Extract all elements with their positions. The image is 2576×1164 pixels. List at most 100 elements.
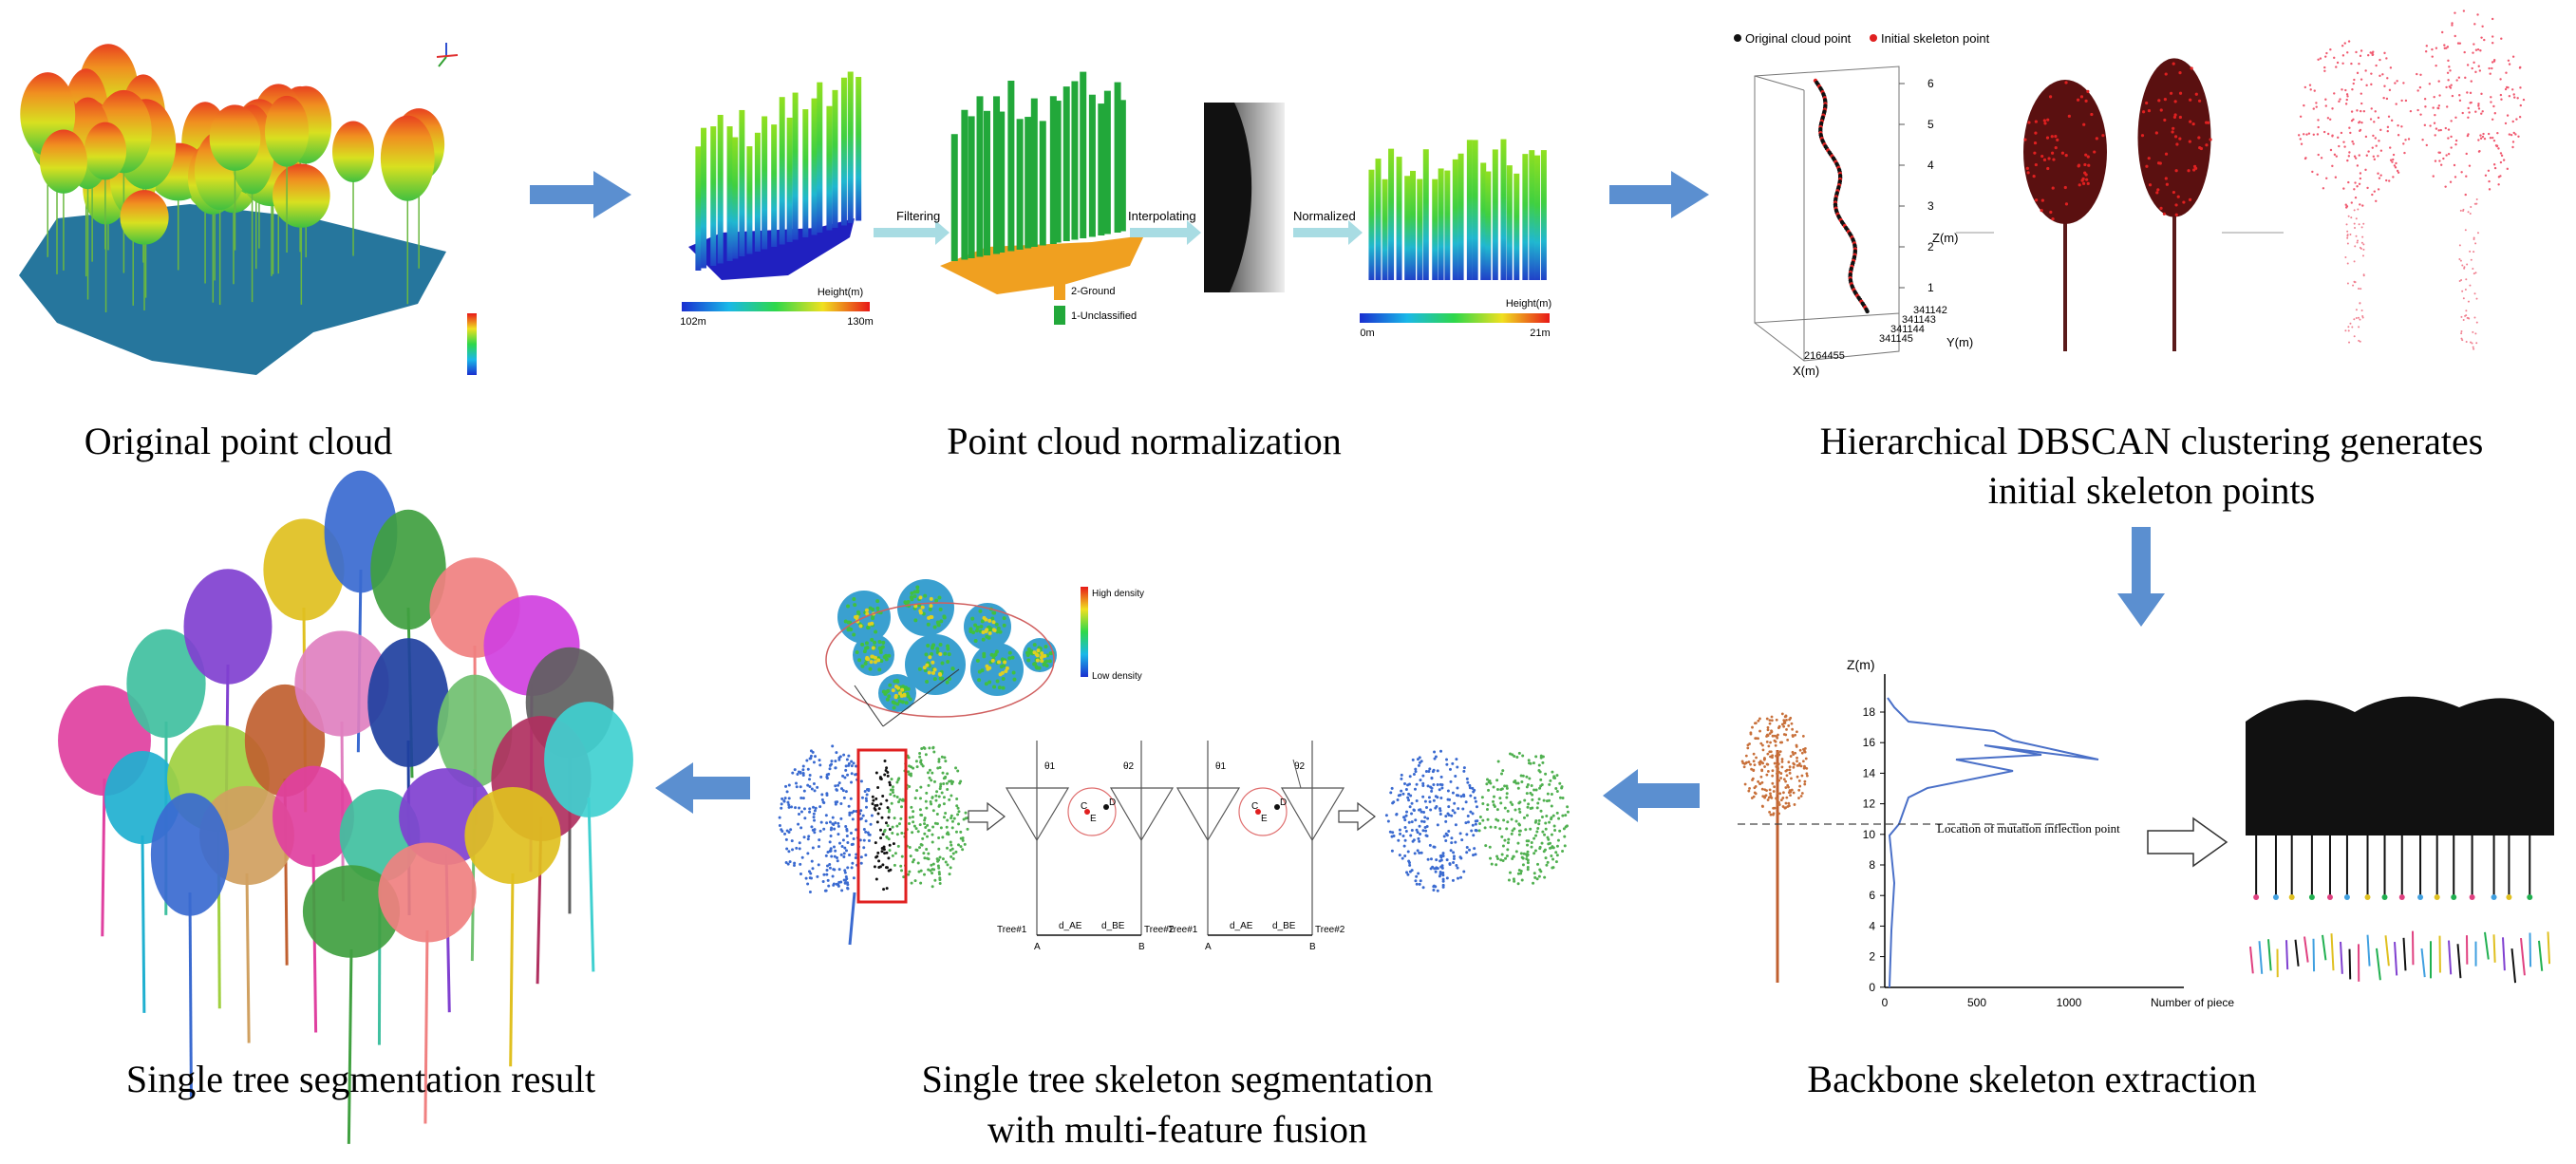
point: [2397, 134, 2400, 137]
point: [926, 622, 931, 627]
point: [853, 603, 857, 608]
point: [816, 785, 819, 789]
y-tick-label: 2: [1869, 950, 1875, 964]
point: [1519, 869, 1523, 873]
point: [1516, 841, 1520, 845]
point: [1428, 843, 1432, 847]
point: [1555, 844, 1559, 848]
axis-gizmo-icon: [436, 43, 459, 67]
point: [1560, 786, 1564, 790]
point: [995, 679, 1000, 684]
point: [2379, 128, 2382, 132]
point: [928, 746, 931, 750]
point: [910, 597, 914, 602]
point: [846, 773, 850, 777]
point: [1561, 814, 1565, 817]
point: [2367, 150, 2370, 153]
point: [1438, 807, 1441, 811]
tree-column: [840, 77, 847, 226]
point: [1556, 838, 1560, 842]
y-tick-label: 341143: [1902, 314, 1936, 326]
point: [839, 853, 843, 856]
point: [1452, 854, 1456, 858]
point: [2331, 107, 2334, 110]
point: [2046, 166, 2050, 171]
point: [875, 606, 880, 610]
extracted-skeleton-segments: [2249, 930, 2551, 984]
point: [2353, 155, 2357, 158]
point: [1403, 838, 1407, 842]
point: [2353, 188, 2356, 191]
point: [824, 814, 828, 817]
point: [1752, 769, 1756, 773]
point: [1500, 835, 1504, 838]
tree-column: [826, 105, 833, 231]
point: [2451, 22, 2454, 25]
point: [2362, 109, 2366, 113]
point: [834, 802, 837, 806]
point: [2474, 332, 2477, 335]
point: [2386, 125, 2390, 129]
point: [1438, 788, 1441, 792]
point: [931, 670, 935, 675]
point: [881, 863, 885, 867]
point: [802, 835, 806, 839]
point: [896, 844, 900, 848]
point: [2352, 82, 2355, 85]
point: [795, 785, 799, 789]
point: [910, 805, 913, 809]
point: [876, 658, 881, 663]
point: [2511, 145, 2514, 149]
point: [961, 836, 965, 840]
point: [1424, 829, 1428, 833]
point: [2367, 54, 2370, 57]
point: [2173, 135, 2178, 139]
point: [831, 744, 835, 748]
point: [1403, 854, 1407, 858]
point: [790, 839, 794, 843]
point: [2034, 120, 2038, 123]
point: [2456, 42, 2460, 45]
point: [1551, 866, 1554, 870]
point: [1454, 774, 1457, 778]
point: [2305, 133, 2308, 136]
geo-label-pt_c: C: [1081, 801, 1087, 812]
point: [919, 785, 923, 789]
point: [1805, 766, 1809, 770]
point: [1797, 797, 1800, 799]
point: [1521, 754, 1525, 758]
point: [2317, 119, 2320, 122]
point: [959, 845, 963, 849]
point: [1778, 792, 1782, 796]
point: [880, 816, 884, 819]
point: [2205, 143, 2209, 147]
point: [2467, 106, 2470, 110]
point: [2090, 112, 2094, 117]
point: [1778, 741, 1782, 744]
point: [950, 794, 953, 798]
point: [893, 817, 896, 820]
profile-curve: [1887, 697, 2099, 988]
legend-original-dot: [1734, 34, 1741, 42]
point: [1418, 756, 1421, 760]
point: [1516, 872, 1520, 875]
point: [1438, 809, 1442, 813]
point: [1433, 750, 1437, 754]
point: [1419, 779, 1422, 782]
legend-unclassified-label: 1-Unclassified: [1071, 310, 1137, 322]
point: [834, 766, 837, 770]
tree-pair-segmented: [1384, 749, 1570, 892]
height-min-2: 0m: [1360, 328, 1374, 339]
point: [1788, 771, 1792, 775]
point: [1441, 871, 1445, 874]
point: [828, 866, 832, 870]
y-tick-label: 341144: [1890, 324, 1925, 335]
point: [2172, 126, 2175, 130]
point: [1499, 801, 1503, 805]
point: [1746, 743, 1750, 747]
point: [1454, 823, 1457, 827]
point: [899, 817, 903, 820]
point: [1416, 831, 1420, 835]
point: [1766, 798, 1770, 801]
